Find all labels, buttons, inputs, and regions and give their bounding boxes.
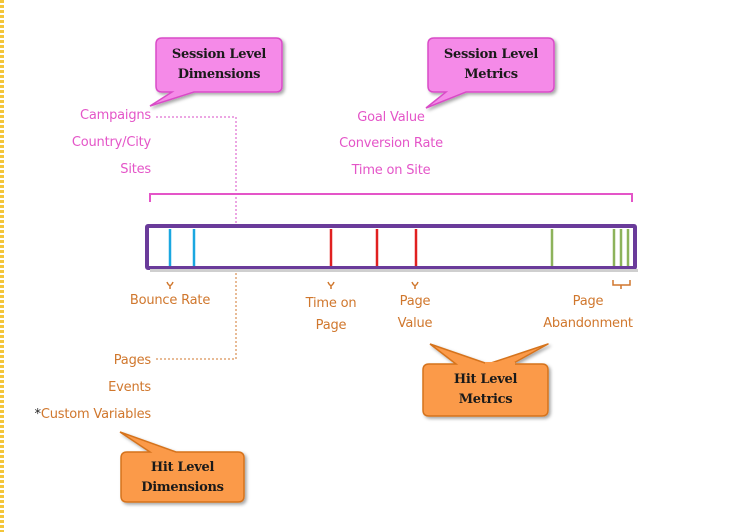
dimension-connectors (152, 116, 630, 360)
session-dimension-country-city: Country/City (71, 135, 151, 150)
pointer-page-value (411, 281, 419, 289)
callout-session-dimensions (149, 37, 283, 107)
session-dimension-sites: Sites (120, 162, 151, 177)
callout-session-metrics (425, 37, 555, 109)
session-metric-time-on-site: Time on Site (351, 163, 431, 178)
callout-hit-metrics (422, 343, 549, 417)
page-left-border (0, 0, 4, 532)
session-metric-conversion-rate: Conversion Rate (339, 136, 443, 151)
callout-hit-dimensions-label: Hit Level Dimensions (141, 460, 224, 495)
session-bar (145, 224, 637, 270)
metric-pointers (166, 280, 631, 289)
hit-metric-page-abandonment: Page Abandonment (543, 294, 633, 331)
hit-metric-bounce-rate: Bounce Rate (129, 293, 211, 308)
custom-variables-asterisk: * (34, 407, 42, 422)
hit-dimension-events: Events (108, 380, 151, 395)
session-bracket (149, 193, 633, 202)
callout-hit-dimensions (119, 431, 245, 503)
callout-session-dimensions-label: Session Level Dimensions (171, 47, 267, 82)
hit-dimension-custom-variables: *Custom Variables (34, 407, 152, 422)
session-dimension-campaigns: Campaigns (79, 108, 151, 123)
hit-dimension-pages: Pages (113, 353, 151, 368)
pointer-bounce-rate (166, 281, 174, 289)
callout-hit-metrics-label: Hit Level Metrics (453, 372, 518, 407)
hit-marks (168, 229, 630, 266)
callout-session-metrics-label: Session Level Metrics (443, 47, 539, 82)
session-bar-shadow (150, 269, 638, 272)
custom-variables-label: Custom Variables (40, 407, 151, 422)
callout-session-metrics-text: Session Level Metrics (428, 45, 554, 85)
pointer-time-on-page (327, 281, 335, 289)
session-metric-goal-value: Goal Value (357, 110, 425, 125)
hit-metric-page-value: Page Value (397, 294, 433, 331)
callout-session-dimensions-text: Session Level Dimensions (156, 45, 282, 85)
callout-hit-metrics-text: Hit Level Metrics (423, 370, 548, 410)
callout-hit-dimensions-text: Hit Level Dimensions (121, 458, 244, 498)
pointer-page-abandonment (612, 280, 631, 289)
hit-metric-time-on-page: Time on Page (305, 296, 357, 333)
